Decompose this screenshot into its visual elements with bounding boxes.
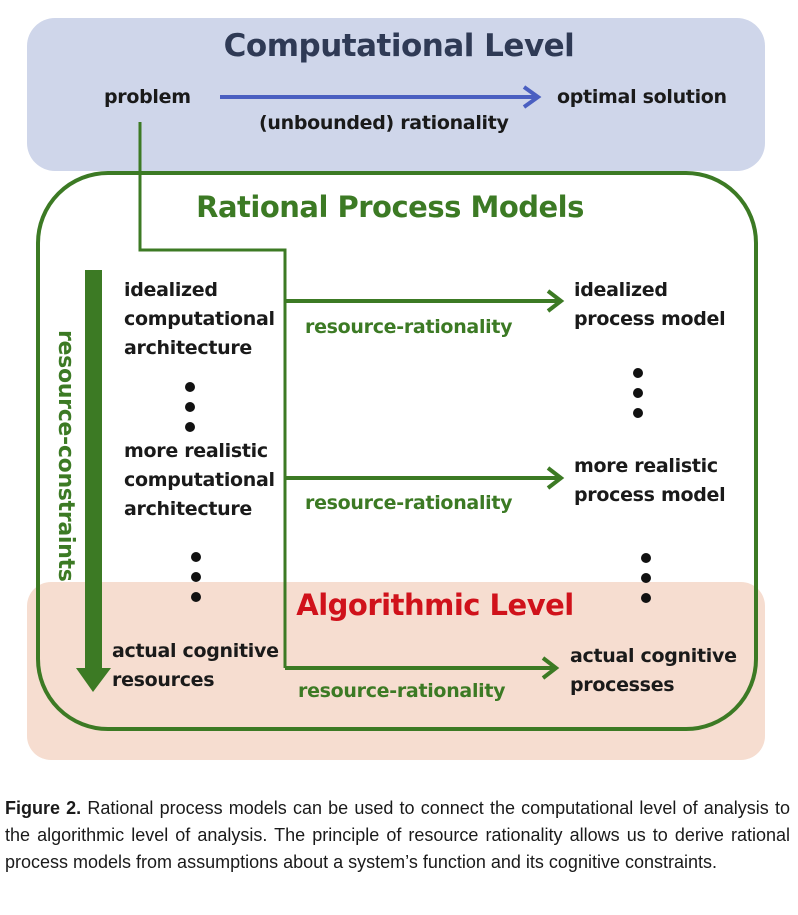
figure-caption: Figure 2. Rational process models can be… — [5, 795, 790, 876]
rr-arrow-2-head — [546, 466, 565, 490]
resource-constraints-label: resource-constraints — [53, 330, 78, 582]
rr-arrow-1-head — [546, 289, 565, 313]
algorithmic-level-title: Algorithmic Level — [296, 588, 574, 622]
left-item-actual-resources: actual cognitive resources — [112, 640, 279, 691]
unbounded-rationality-label: (unbounded) rationality — [259, 112, 509, 134]
optimal-solution-label: optimal solution — [557, 86, 727, 108]
rr-arrow-3-head — [541, 656, 560, 680]
rr-label-2: resource-rationality — [305, 492, 513, 514]
diagram-shapes — [27, 18, 765, 760]
right-ellipsis-1 — [633, 368, 643, 418]
left-item-realistic-architecture: more realistic computational architectur… — [124, 440, 275, 520]
resource-constraints-arrow-shaft — [85, 270, 102, 670]
right-item-idealized-process-model: idealized process model — [574, 279, 726, 330]
unbounded-rationality-arrowhead — [522, 85, 542, 109]
computational-level-title: Computational Level — [223, 28, 575, 64]
left-ellipsis-1 — [185, 382, 195, 432]
left-item-idealized-architecture: idealized computational architecture — [124, 279, 275, 359]
right-item-realistic-process-model: more realistic process model — [574, 455, 726, 506]
rational-process-models-title: Rational Process Models — [196, 190, 584, 224]
problem-connector-line — [138, 122, 287, 668]
rr-label-3: resource-rationality — [298, 680, 506, 702]
left-ellipsis-2 — [191, 552, 201, 602]
computational-level-box — [27, 18, 765, 171]
figure-caption-label: Figure 2. — [5, 798, 82, 818]
right-item-actual-processes: actual cognitive processes — [570, 645, 737, 696]
figure-caption-text: Rational process models can be used to c… — [5, 798, 790, 872]
algorithmic-level-box — [27, 582, 765, 760]
resource-constraints-arrowhead — [76, 668, 111, 692]
rr-label-1: resource-rationality — [305, 316, 513, 338]
right-ellipsis-2 — [641, 553, 651, 603]
figure-diagram: Computational Level problem optimal solu… — [27, 18, 765, 760]
rational-process-models-box — [36, 171, 758, 731]
problem-label: problem — [104, 86, 191, 108]
